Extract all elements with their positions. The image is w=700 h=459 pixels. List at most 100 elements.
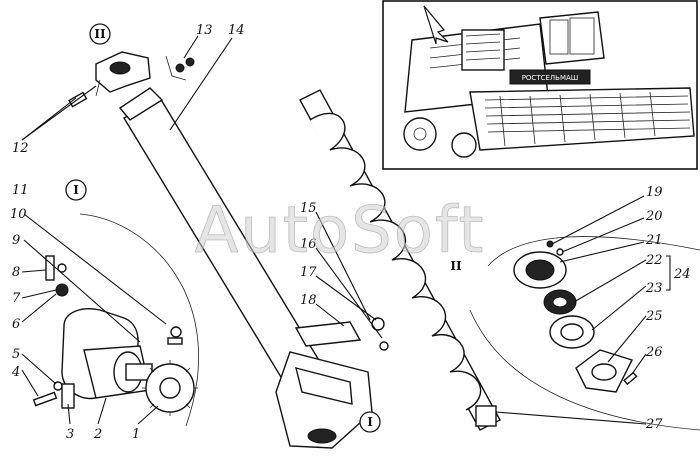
leader-25 <box>607 315 647 363</box>
callout-2: 2 <box>93 427 102 442</box>
front-wheel <box>403 117 437 151</box>
cab-window-right <box>569 17 595 55</box>
nut-13b <box>185 57 195 67</box>
callout-25: 25 <box>645 309 663 324</box>
callout-23: 23 <box>645 281 663 296</box>
cover-bore <box>560 323 584 341</box>
combine-harvester-inset: РОСТСЕЛЬМАШ <box>382 0 698 170</box>
callout-27: 27 <box>645 417 663 432</box>
leader-7 <box>21 289 57 299</box>
view-II-label-top: II <box>94 27 106 41</box>
view-II-marker-top <box>89 23 111 45</box>
nut-9 <box>170 326 182 338</box>
leader-5 <box>21 353 57 385</box>
callout-16: 16 <box>300 237 317 252</box>
view-II-boundary-top <box>487 236 700 267</box>
housing-bore <box>525 259 555 281</box>
leader-6 <box>21 293 57 323</box>
callout-17: 17 <box>300 265 317 280</box>
callout-18: 18 <box>300 293 317 308</box>
callout-3: 3 <box>66 427 74 442</box>
bracket-leg <box>95 79 101 97</box>
callout-12: 12 <box>12 141 29 156</box>
view-I-boundary <box>79 213 199 427</box>
drive-assembly-I <box>32 213 199 427</box>
leader-18 <box>315 303 345 327</box>
header-reel-bats <box>499 91 656 147</box>
front-wheel-hub <box>413 127 427 141</box>
header-reel-lines <box>484 95 691 133</box>
callout-20: 20 <box>645 209 663 224</box>
cab-window-left <box>549 19 569 55</box>
support-bracket-I <box>275 317 389 449</box>
leader-16 <box>315 247 383 339</box>
view-I-marker-bottom <box>359 411 381 433</box>
view-II-label-right: II <box>450 259 462 273</box>
name-plate <box>509 69 591 85</box>
view-I-label-bottom: I <box>367 415 373 429</box>
leader-23 <box>591 285 647 331</box>
nut-group-bracket <box>165 55 187 81</box>
callout-7: 7 <box>12 291 21 306</box>
callout-24: 24 <box>673 267 691 282</box>
auger-flights <box>309 112 482 411</box>
bracket-window <box>295 367 353 405</box>
view-I-marker <box>65 179 87 201</box>
callout-8: 8 <box>12 265 20 280</box>
view-I-label: I <box>73 183 79 197</box>
leader-19 <box>551 195 645 245</box>
callout-1: 1 <box>132 427 140 442</box>
bolt-26 <box>623 371 638 386</box>
callout-15: 15 <box>300 201 317 216</box>
auger-end-fitting <box>475 405 497 427</box>
view-II-boundary-bottom <box>469 309 700 431</box>
callout-9: 9 <box>12 233 20 248</box>
leader-27 <box>495 411 647 425</box>
bracket-bolt-hole <box>307 428 337 444</box>
leader-15 <box>315 211 371 321</box>
leader-3 <box>67 403 71 425</box>
leader-4 <box>21 369 39 397</box>
callout-19: 19 <box>646 185 663 200</box>
pin-17 <box>371 317 385 331</box>
leader-9 <box>23 239 141 343</box>
sprocket-hub <box>159 377 181 399</box>
callout-10: 10 <box>10 207 27 222</box>
callout-13: 13 <box>196 23 213 38</box>
bracket-hole <box>109 61 131 75</box>
unit-vent-lines <box>465 33 501 61</box>
bracket-assembly-II <box>68 51 195 108</box>
bolt-8 <box>45 255 55 281</box>
callout-22: 22 <box>645 253 663 268</box>
leader-12 <box>21 85 97 141</box>
nut-13a <box>175 63 185 73</box>
bearing-inner-ring <box>552 296 568 308</box>
cotter-16 <box>379 341 389 351</box>
leader-8 <box>21 269 47 273</box>
bracket-24 <box>666 255 671 291</box>
bolt-4 <box>32 391 58 407</box>
plate-18 <box>294 321 362 347</box>
leader-14 <box>169 37 233 131</box>
leader-1 <box>137 405 159 425</box>
auger-screw-27 <box>299 89 501 431</box>
bolt-9 <box>167 337 183 345</box>
nut-6 <box>55 283 69 297</box>
leader-17 <box>315 275 377 321</box>
leader-26 <box>631 353 647 375</box>
leader-10 <box>23 213 167 325</box>
callout-14: 14 <box>228 23 245 38</box>
callout-21: 21 <box>645 233 663 248</box>
leader-13 <box>183 35 199 59</box>
leader-2 <box>97 397 107 425</box>
combine-header <box>469 87 695 151</box>
leader-20 <box>561 217 645 253</box>
rear-wheel <box>451 132 477 158</box>
bearing-assembly-II <box>469 236 700 431</box>
callout-26: 26 <box>645 345 663 360</box>
callout-4: 4 <box>11 365 20 380</box>
leader-22 <box>573 259 647 303</box>
washer-7 <box>57 263 67 273</box>
